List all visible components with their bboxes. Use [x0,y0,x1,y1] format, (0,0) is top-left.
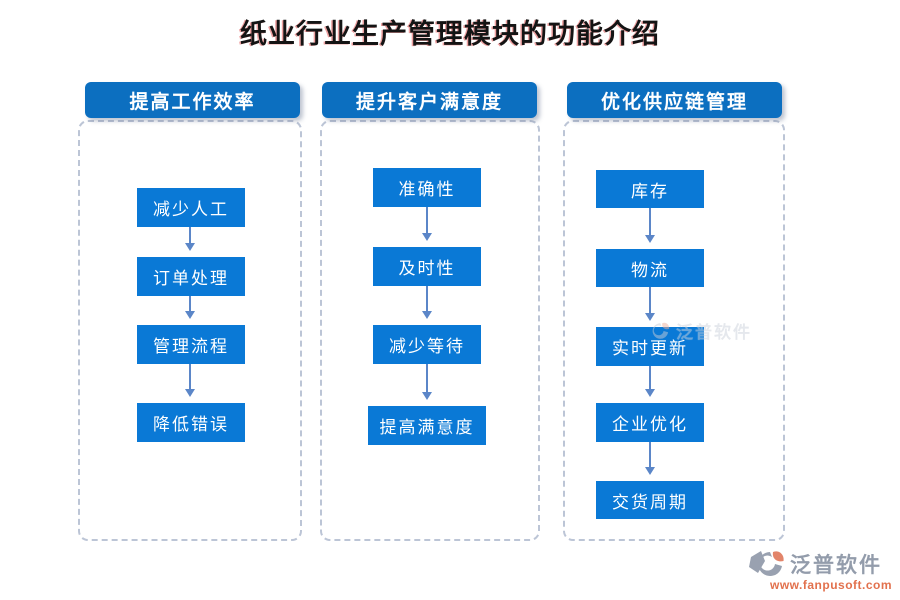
flow-arrow [649,366,651,394]
fanpu-logo-icon [652,322,670,339]
watermark-url: www.fanpusoft.com [770,578,893,592]
flow-arrow [426,364,428,397]
watermark-faint: 泛普软件 [646,318,752,343]
flow-box-delivery-cycle: 交货周期 [596,481,704,519]
flow-box-realtime-update: 实时更新 [596,327,704,366]
column-header-supplychain: 优化供应链管理 [567,82,782,118]
flow-box-accuracy: 准确性 [373,168,481,207]
watermark: 泛普软件 www.fanpusoft.com [748,548,892,592]
flow-box-inventory: 库存 [596,170,704,208]
flow-arrow [426,286,428,316]
flow-arrow [426,207,428,238]
fanpu-logo-icon [749,551,784,576]
flow-box-enterprise-optimize: 企业优化 [596,403,704,442]
flow-box-reduce-errors: 降低错误 [137,403,245,442]
flow-box-less-waiting: 减少等待 [373,325,481,364]
flow-box-timeliness: 及时性 [373,247,481,286]
flow-box-order-handling: 订单处理 [137,257,245,296]
column-header-satisfaction: 提升客户满意度 [322,82,537,118]
flow-arrow [649,442,651,472]
watermark-brand: 泛普软件 [790,554,882,577]
flow-arrow [189,364,191,394]
column-header-efficiency: 提高工作效率 [85,82,300,118]
flow-arrow [649,208,651,240]
watermark-faint-brand: 泛普软件 [676,323,752,342]
flow-box-reduce-labor: 减少人工 [137,188,245,227]
flow-box-manage-process: 管理流程 [137,325,245,364]
flow-arrow [649,287,651,318]
flow-arrow [189,296,191,316]
flow-box-improve-satisfaction: 提高满意度 [368,406,486,445]
diagram-title: 纸业行业生产管理模块的功能介绍 [240,19,660,49]
flow-arrow [189,227,191,248]
flow-box-logistics: 物流 [596,249,704,287]
